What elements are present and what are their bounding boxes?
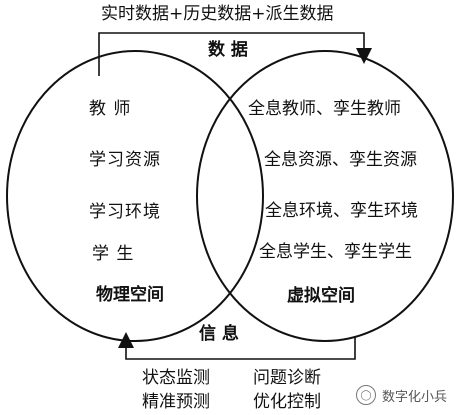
data-label: 数 据: [206, 40, 250, 60]
virtual-item-environment: 全息环境、孪生环境: [265, 201, 418, 221]
physical-item-resources: 学习资源: [89, 150, 161, 170]
virtual-space-ellipse: [196, 50, 454, 342]
physical-space-title: 物理空间: [96, 285, 164, 305]
chat-bubble-icon: ◯: [355, 385, 376, 405]
info-label: 信 息: [197, 324, 241, 344]
physical-item-student: 学 生: [92, 244, 135, 264]
top-flow-label: 实时数据+历史数据+派生数据: [101, 4, 334, 24]
bottom-flow-left-2: 精准预测: [142, 392, 210, 412]
watermark: ◯ 数字化小兵: [355, 385, 447, 405]
watermark-text: 数字化小兵: [381, 389, 447, 405]
bottom-flow-right-2: 优化控制: [253, 392, 321, 412]
physical-space-ellipse: [6, 50, 264, 342]
virtual-item-student: 全息学生、孪生学生: [259, 242, 412, 262]
bottom-flow-arrow: [118, 332, 356, 360]
virtual-item-teacher: 全息教师、孪生教师: [248, 99, 401, 119]
physical-item-teacher: 教 师: [89, 99, 132, 119]
bottom-flow-right-1: 问题诊断: [253, 368, 321, 388]
virtual-item-resources: 全息资源、孪生资源: [264, 150, 417, 170]
virtual-space-title: 虚拟空间: [287, 286, 355, 306]
bottom-flow-left-1: 状态监测: [142, 368, 210, 388]
physical-item-environment: 学习环境: [89, 202, 161, 222]
top-flow-arrow: [98, 32, 372, 76]
